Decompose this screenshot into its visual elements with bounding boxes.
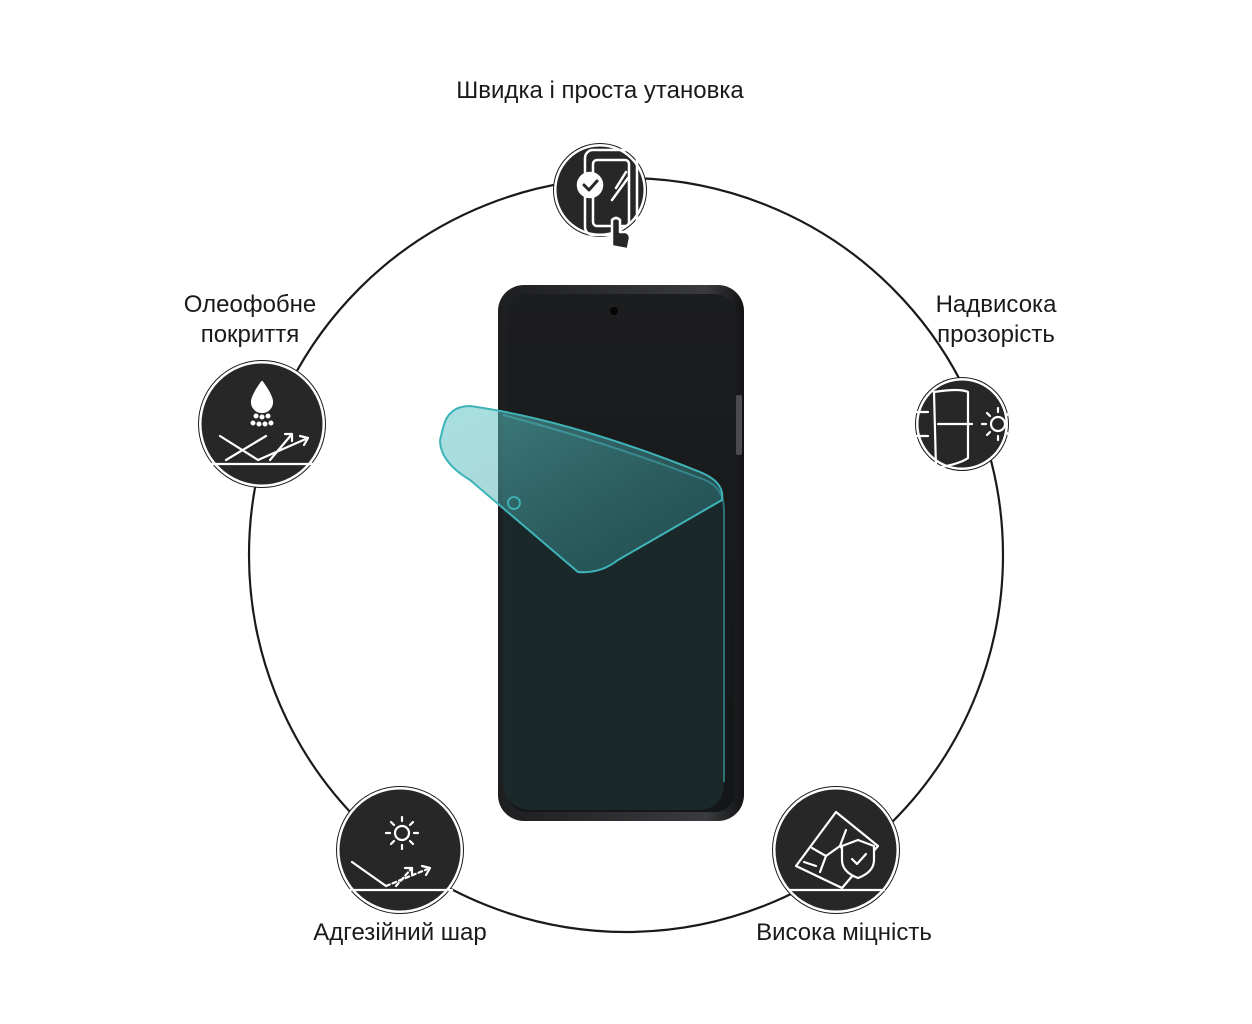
label-oleophobic: Олеофобне покриття	[165, 290, 335, 350]
label-strength-line-1: Висока міцність	[756, 919, 932, 946]
label-transparency-line-2: прозорість	[937, 321, 1055, 348]
label-install: Швидка і проста утановка	[420, 76, 780, 106]
badge-transparency	[906, 377, 1016, 471]
label-oleophobic-line-1: Олеофобне	[183, 291, 317, 318]
badge-strength	[772, 786, 900, 914]
label-oleophobic-line-2: покриття	[200, 321, 300, 348]
label-install-line-1: Швидка і проста утановка	[456, 77, 744, 104]
label-transparency-line-1: Надвисока	[935, 291, 1057, 318]
label-adhesive-line-1: Адгезійний шар	[313, 919, 487, 946]
label-adhesive: Адгезійний шар	[290, 918, 510, 948]
phone-tap-install-icon	[576, 148, 639, 250]
badge-adhesive	[336, 786, 464, 914]
badge-oleophobic	[198, 360, 326, 488]
protective-film	[438, 404, 724, 574]
label-transparency: Надвисока прозорість	[910, 290, 1082, 350]
shield-crack-icon	[788, 810, 886, 892]
sun-reflection-icon	[348, 815, 454, 892]
water-drop-repel-icon	[210, 380, 320, 466]
badge-install	[553, 143, 647, 250]
light-transmission-icon	[906, 388, 1016, 470]
label-strength: Висока міцність	[734, 918, 954, 948]
